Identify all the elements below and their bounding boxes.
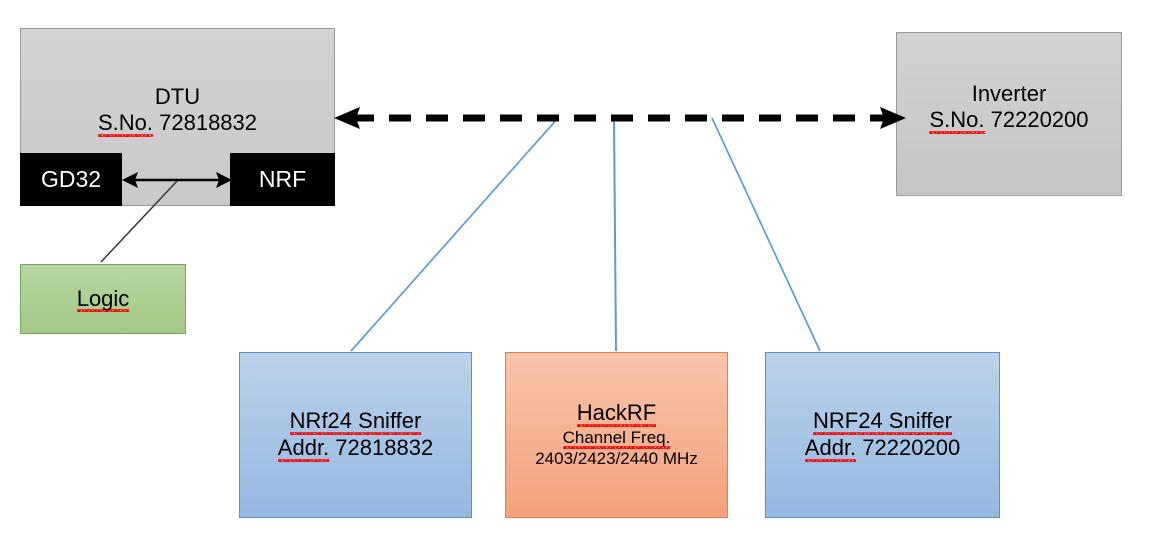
inverter-serial: S.No. 72220200 — [929, 106, 1089, 134]
hackrf-frequencies: 2403/2423/2440 MHz — [535, 449, 698, 469]
sniffer-left-addr-prefix: Addr. — [277, 435, 330, 462]
sniffer-right-tap — [711, 117, 821, 352]
sniffer-left-addr-value: 72818832 — [335, 435, 434, 460]
logic-label: Logic — [76, 285, 130, 313]
nrf-label: NRF — [258, 166, 307, 192]
sniffer-left-addr: Addr. 72818832 — [277, 435, 434, 462]
node-logic[interactable]: Logic — [20, 264, 186, 334]
chip-gd32[interactable]: GD32 — [20, 153, 122, 206]
chip-nrf[interactable]: NRF — [230, 153, 335, 206]
node-inverter[interactable]: Inverter S.No. 72220200 — [896, 32, 1122, 196]
dtu-serial-prefix: S.No. — [97, 109, 154, 137]
dtu-serial: S.No. 72818832 — [97, 109, 258, 137]
sniffer-left-label: NRf24 Sniffer — [289, 408, 422, 435]
inverter-serial-prefix: S.No. — [929, 106, 985, 134]
sniffer-left-tap — [350, 117, 559, 352]
inverter-serial-number: 72220200 — [990, 106, 1089, 132]
dtu-label: DTU — [154, 84, 201, 109]
sniffer-right-label-text: NRF24 Sniffer — [813, 408, 952, 435]
hackrf-label: HackRF — [576, 400, 657, 428]
inverter-label: Inverter — [971, 81, 1047, 106]
sniffer-right-addr-prefix: Addr. — [804, 435, 857, 462]
sniffer-right-label: NRF24 Sniffer — [813, 408, 952, 435]
dtu-serial-number: 72818832 — [159, 109, 258, 135]
hackrf-channel-label: Channel Freq. — [562, 428, 671, 450]
rf-link-arrowhead-left — [334, 107, 360, 129]
sniffer-right-addr-value: 72220200 — [862, 435, 961, 460]
node-hackrf[interactable]: HackRF Channel Freq. 2403/2423/2440 MHz — [505, 352, 728, 518]
gd32-label: GD32 — [40, 166, 102, 192]
hackrf-tap — [613, 117, 617, 352]
sniffer-left-label-text: NRf24 Sniffer — [289, 408, 422, 435]
node-sniffer-left[interactable]: NRf24 Sniffer Addr. 72818832 — [239, 352, 472, 518]
sniffer-right-addr: Addr. 72220200 — [804, 435, 961, 462]
node-sniffer-right[interactable]: NRF24 Sniffer Addr. 72220200 — [765, 352, 1000, 518]
